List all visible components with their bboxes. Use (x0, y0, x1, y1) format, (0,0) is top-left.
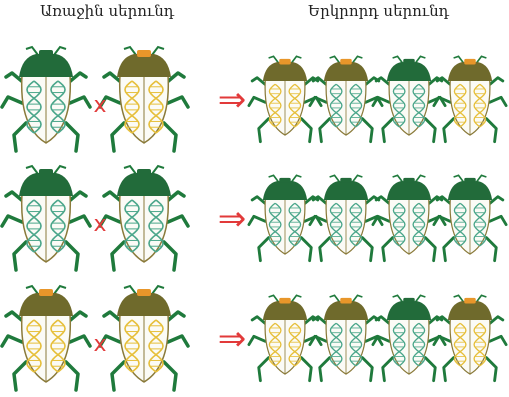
offspring-beetle-row1-3 (373, 56, 445, 141)
offspring-beetle-row2-3 (373, 175, 445, 260)
parent-beetle-row1-a (2, 47, 90, 151)
parent-beetle-row1-b (100, 47, 188, 151)
arrow-row1: ⇒ (218, 80, 247, 120)
offspring-beetle-row2-4 (434, 175, 506, 260)
cross-symbol-row1: x (93, 93, 106, 118)
parent-beetle-row3-a (2, 286, 90, 390)
offspring-beetle-row3-3 (373, 295, 445, 380)
arrow-row2: ⇒ (218, 199, 247, 239)
cross-symbol-row2: x (93, 212, 106, 237)
offspring-beetle-row2-2 (310, 175, 382, 260)
offspring-beetle-row2-1 (249, 175, 321, 260)
parent-beetle-row2-a (2, 166, 90, 270)
offspring-beetle-row3-1 (249, 295, 321, 380)
offspring-beetle-row3-2 (310, 295, 382, 380)
offspring-beetle-row1-4 (434, 56, 506, 141)
parent-beetle-row2-b (100, 166, 188, 270)
cross-symbol-row3: x (93, 332, 106, 357)
offspring-beetle-row3-4 (434, 295, 506, 380)
offspring-beetle-row1-1 (249, 56, 321, 141)
arrow-row3: ⇒ (218, 319, 247, 359)
offspring-beetle-row1-2 (310, 56, 382, 141)
parent-beetle-row3-b (100, 286, 188, 390)
